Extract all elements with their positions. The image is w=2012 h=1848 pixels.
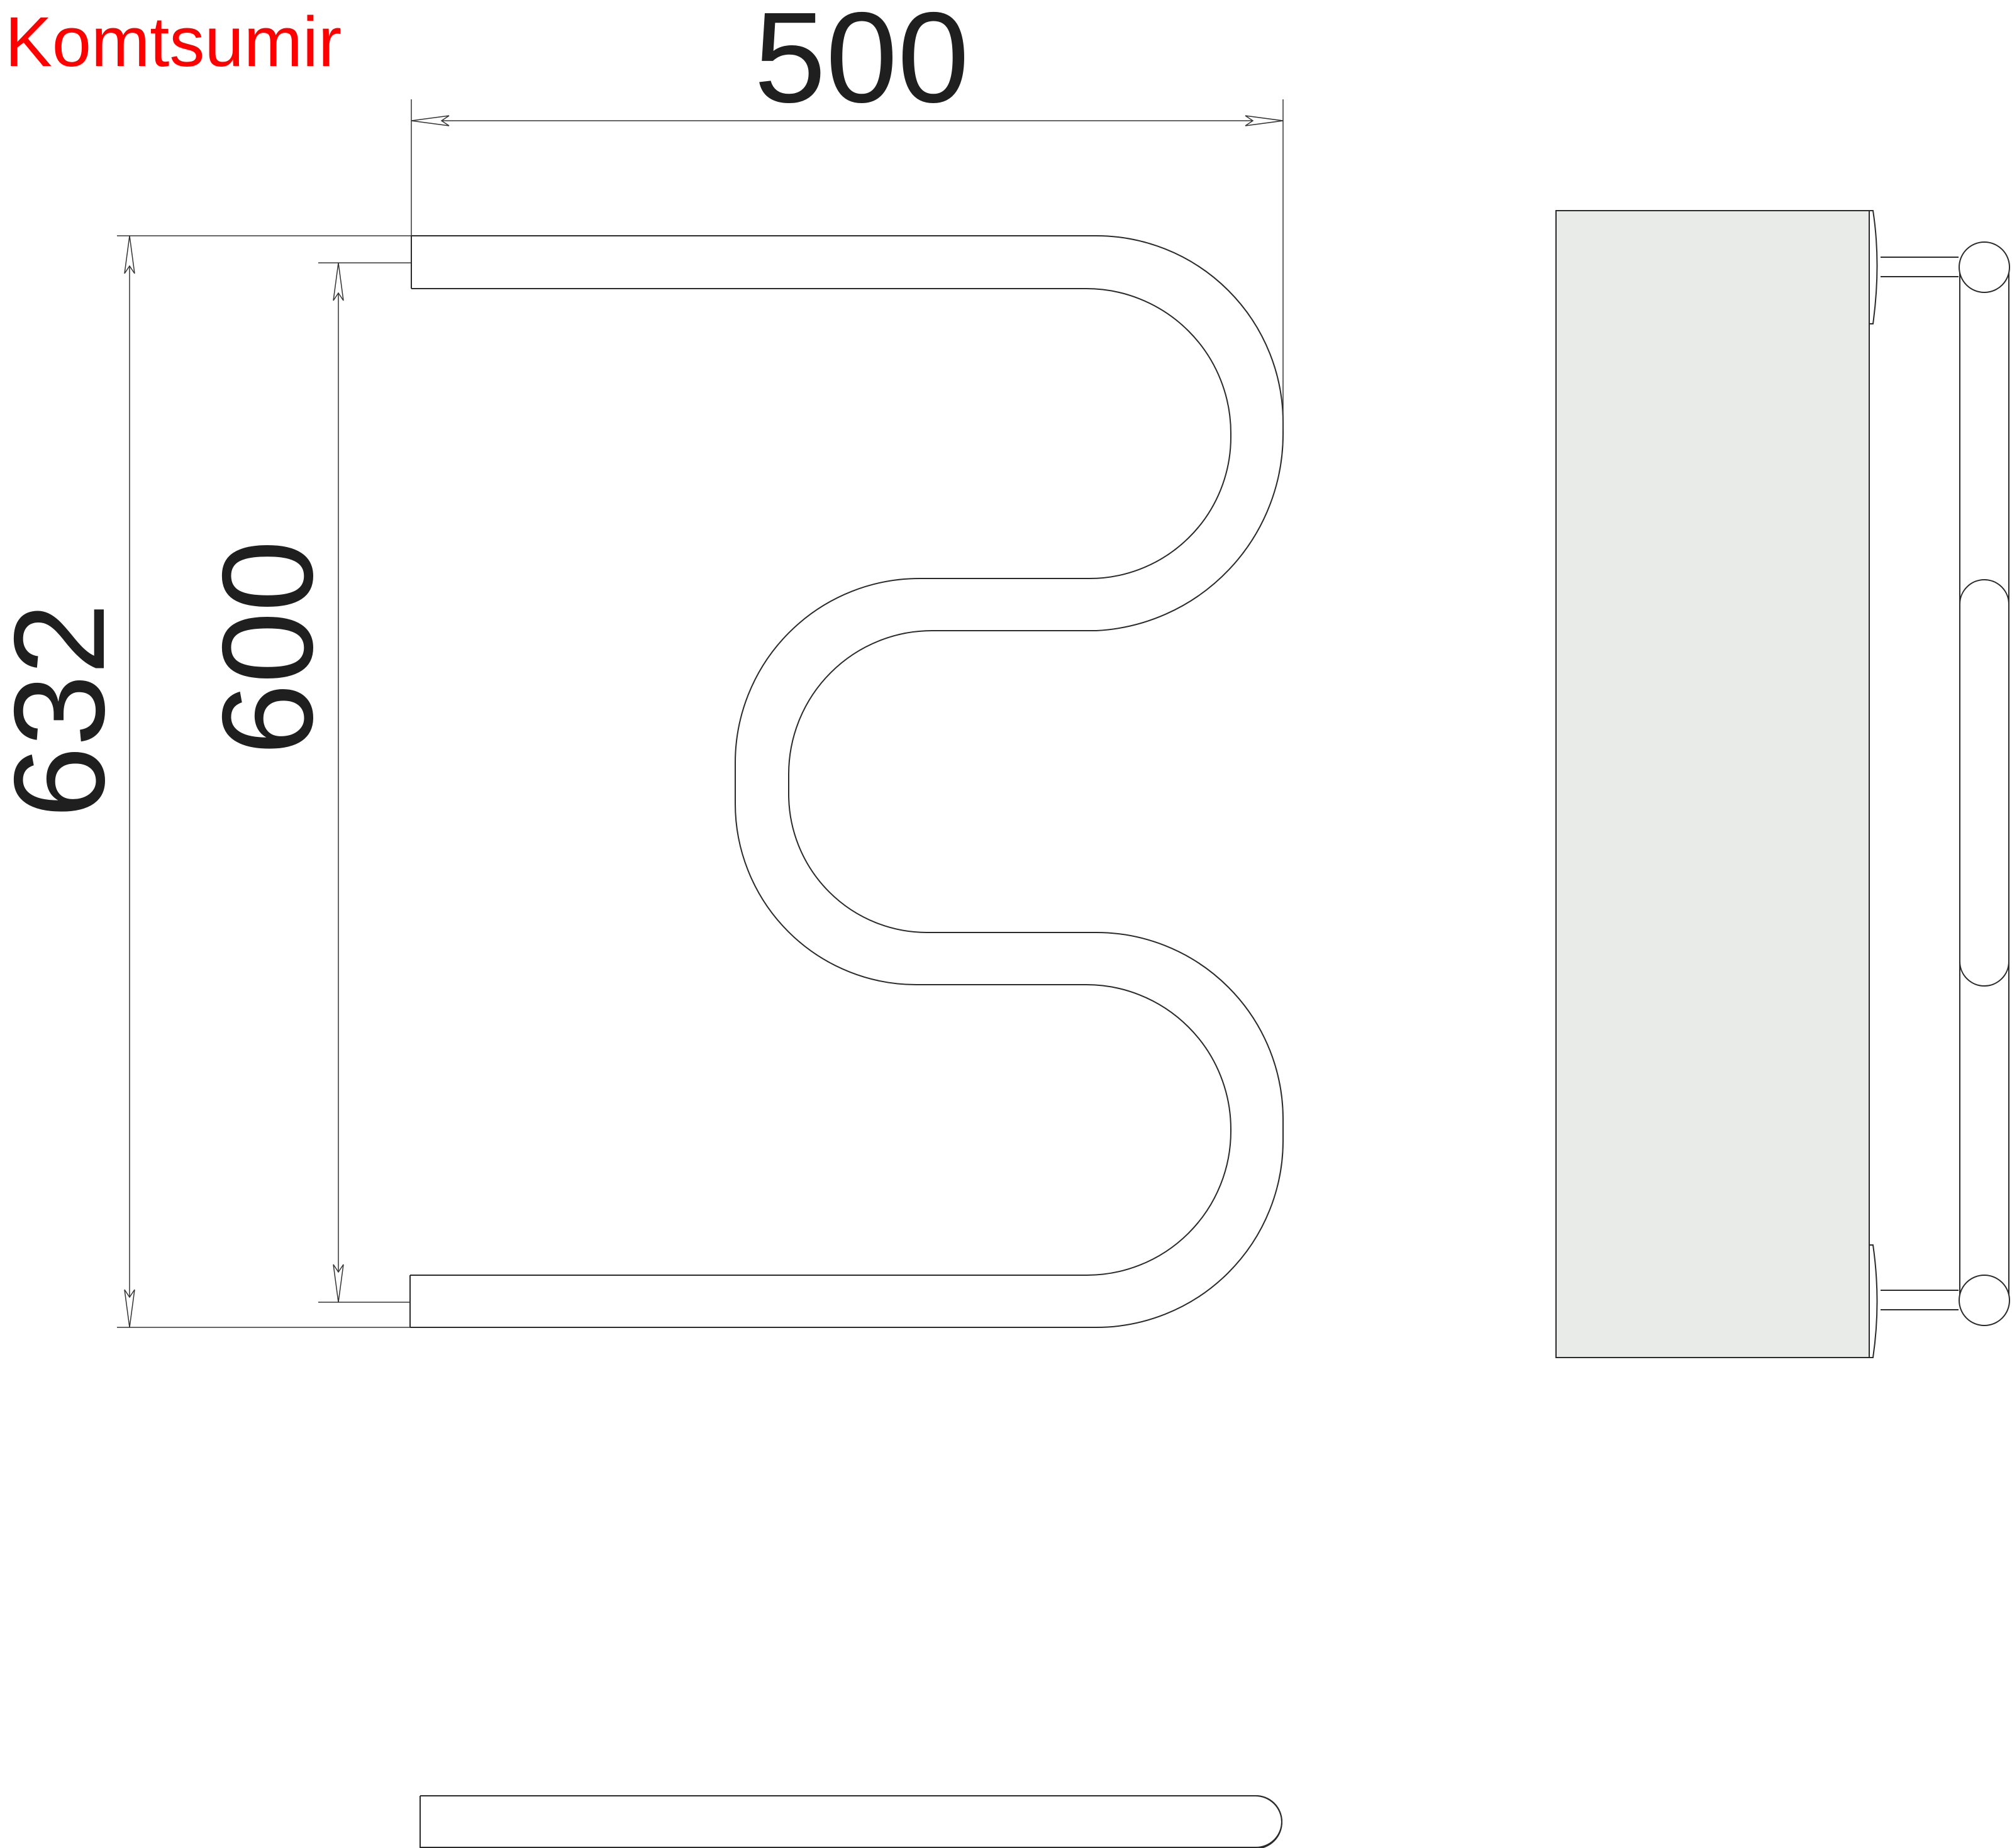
outer-height-label: 632 — [0, 603, 131, 818]
wall-panel — [1555, 210, 1870, 1358]
width-arrow-right — [1245, 115, 1284, 126]
bottom-tube-section — [1959, 1275, 2010, 1326]
rail-inner-contour — [410, 288, 1231, 1276]
top-view-profile — [420, 1795, 1282, 1848]
inner-height-label: 600 — [196, 540, 340, 755]
width-label: 500 — [754, 0, 969, 130]
middle-tube-bend — [1959, 579, 2009, 987]
top-view-profile-bottom — [420, 1795, 1283, 1848]
inner-arrow-bottom — [333, 1264, 344, 1303]
rail-outer-contour — [410, 235, 1284, 1328]
inner-arrow-top — [333, 262, 344, 301]
bottom-mounting-flange — [1869, 1244, 1878, 1358]
width-dimension: 500 — [411, 0, 1284, 431]
width-arrow-left — [411, 115, 450, 126]
front-view — [409, 235, 1284, 1328]
inner-height-dimension: 600 — [196, 262, 411, 1303]
side-view — [1555, 210, 2010, 1358]
outer-arrow-bottom — [124, 1289, 135, 1328]
brand-label: Komtsumir — [5, 3, 342, 81]
outer-arrow-top — [124, 235, 135, 274]
top-mounting-flange — [1869, 210, 1878, 324]
top-tube-section — [1959, 241, 2010, 293]
outer-height-dimension: 632 — [0, 235, 411, 1328]
